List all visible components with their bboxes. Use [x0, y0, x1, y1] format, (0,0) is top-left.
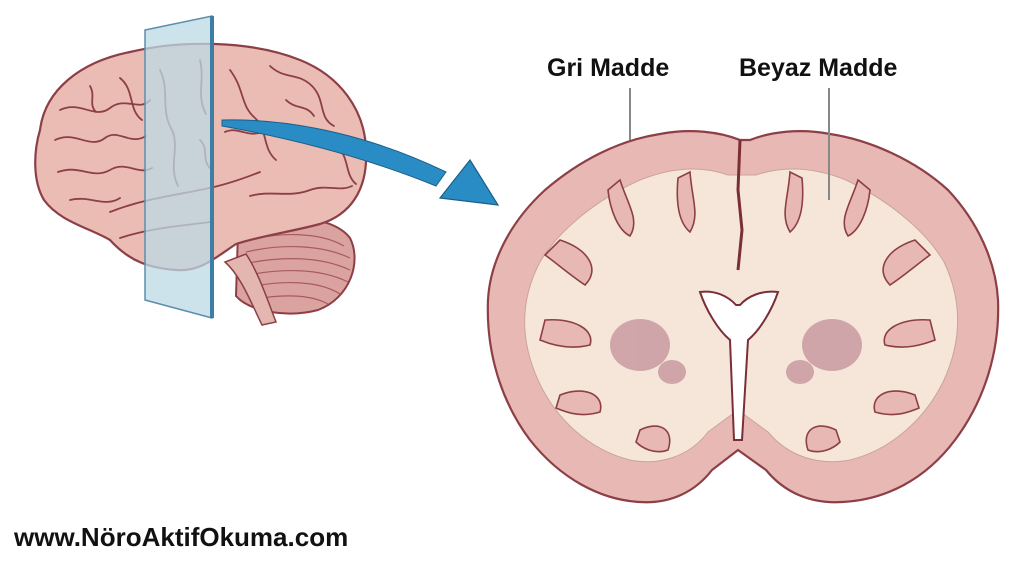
white-matter-label: Beyaz Madde	[739, 54, 898, 82]
arrow-icon	[221, 119, 500, 206]
basal-ganglia-right	[802, 319, 862, 371]
gray-matter-label: Gri Madde	[547, 54, 670, 82]
watermark-url: www.NöroAktifOkuma.com	[14, 522, 349, 552]
coronal-section	[486, 88, 1000, 504]
coronal-plane	[144, 15, 214, 319]
brainstem	[223, 253, 278, 326]
basal-ganglia-left	[610, 319, 670, 371]
lateral-brain	[34, 15, 368, 326]
lateral-ventricles	[698, 290, 780, 441]
